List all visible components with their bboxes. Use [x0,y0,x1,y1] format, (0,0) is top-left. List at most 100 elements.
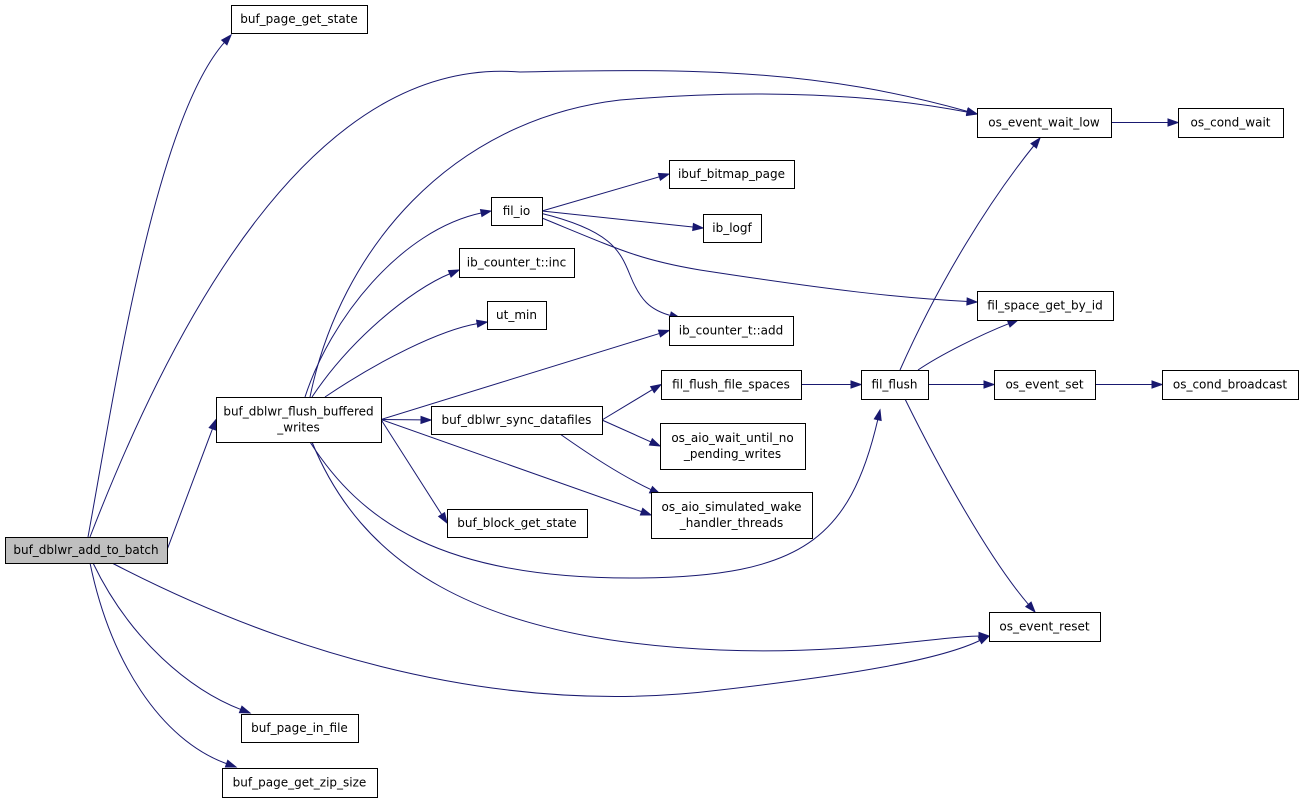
edge-line [89,70,969,538]
node-ibuf_bitmap_page[interactable]: ibuf_bitmap_page [669,160,795,189]
edge-line [304,212,483,398]
node-box [216,397,382,443]
node-os_aio_simulated_wake_handler_threads[interactable]: os_aio_simulated_wake_handler_threads [651,492,813,539]
arrowhead-icon [479,209,493,218]
edge-buf_dblwr_flush_buffered_writes-to-fil_io [304,209,493,398]
node-box [431,406,603,435]
edge-line [380,419,443,516]
edge-line [324,323,479,398]
node-root[interactable]: buf_dblwr_add_to_batch [5,537,168,564]
edge-os_event_wait_low-to-os_cond_wait [1111,118,1180,127]
node-buf_page_in_file[interactable]: buf_page_in_file [241,714,359,743]
node-label: os_event_set [1005,378,1083,392]
node-label: _writes [276,421,319,435]
edge-line [541,210,695,228]
arrowhead-icon [475,319,489,328]
node-box [994,370,1096,400]
node-label: os_cond_broadcast [1173,378,1288,392]
node-label: ib_counter_t::inc [467,256,566,270]
edge-line [89,562,228,765]
edge-line [601,388,654,421]
node-os_cond_wait[interactable]: os_cond_wait [1178,108,1284,138]
arrowhead-icon [238,705,252,714]
node-buf_dblwr_flush_buffered_writes[interactable]: buf_dblwr_flush_buffered_writes [216,397,382,443]
arrowhead-icon [1030,136,1041,149]
node-label: buf_dblwr_add_to_batch [13,543,158,557]
arrowhead-icon [1006,319,1020,328]
edge-line [541,176,661,212]
node-label: buf_page_get_state [240,12,358,26]
arrowhead-icon [648,437,662,447]
node-os_event_reset[interactable]: os_event_reset [989,612,1101,642]
edge-line [559,433,653,491]
node-label: _handler_threads [679,516,783,530]
node-label: buf_dblwr_sync_datafiles [442,413,592,427]
node-label: os_event_reset [999,620,1089,634]
node-box [977,291,1114,321]
node-label: ib_counter_t::add [679,324,784,338]
node-label: fil_io [503,204,531,218]
edge-root-to-buf_dblwr_flush_buffered_writes [166,418,217,551]
node-ib_logf[interactable]: ib_logf [703,214,762,243]
node-label: ibuf_bitmap_page [678,167,785,181]
node-buf_page_get_zip_size[interactable]: buf_page_get_zip_size [222,768,378,798]
edge-buf_dblwr_flush_buffered_writes-to-os_event_wait_low [309,93,979,398]
node-box [231,5,368,34]
arrowhead-icon [649,383,663,394]
node-label: os_event_wait_low [988,116,1100,130]
node-box [669,316,794,346]
node-box [1162,370,1299,400]
function-nodes: buf_dblwr_add_to_batch buf_page_get_state… [5,5,1299,798]
arrowhead-icon [447,269,461,278]
node-os_aio_wait_until_no_pending_writes[interactable]: os_aio_wait_until_no_pending_writes [660,423,806,470]
node-os_event_wait_low[interactable]: os_event_wait_low [977,108,1112,138]
node-box [487,301,547,330]
node-buf_page_get_state[interactable]: buf_page_get_state [231,5,368,34]
node-box [1178,108,1284,138]
edge-fil_flush-to-os_event_reset [904,398,1036,614]
node-buf_dblwr_sync_datafiles[interactable]: buf_dblwr_sync_datafiles [431,406,603,435]
node-label: buf_page_in_file [251,721,348,735]
edge-buf_dblwr_flush_buffered_writes-to-os_event_reset [311,441,991,652]
edge-line [309,93,969,398]
arrowhead-icon [420,415,433,425]
node-box [491,197,543,226]
edge-line [166,427,214,551]
node-ut_min[interactable]: ut_min [487,301,547,330]
node-fil_flush[interactable]: fil_flush [861,370,929,400]
edge-line [311,272,451,398]
arrowhead-icon [692,222,705,232]
node-box [241,714,359,743]
node-label: ib_logf [712,221,752,235]
edge-root-to-os_event_reset [111,562,991,697]
arrowhead-icon [224,759,238,768]
edge-buf_dblwr_flush_buffered_writes-to-ib_counter_t_inc [311,269,461,398]
arrowhead-icon [1151,380,1164,389]
node-fil_space_get_by_id[interactable]: fil_space_get_by_id [977,291,1114,321]
node-os_cond_broadcast[interactable]: os_cond_broadcast [1162,370,1299,400]
node-label: buf_block_get_state [457,516,576,530]
edge-line [904,398,1030,606]
edge-line [87,41,226,538]
arrowhead-icon [983,380,996,389]
node-os_event_set[interactable]: os_event_set [994,370,1096,400]
edge-buf_dblwr_sync_datafiles-to-os_aio_simulated_wake_handler_threads [559,433,662,495]
node-buf_block_get_state[interactable]: buf_block_get_state [447,509,588,538]
edge-line [380,419,643,513]
edge-line [311,441,981,652]
node-box [703,214,762,243]
node-label: fil_flush_file_spaces [672,378,790,392]
node-fil_flush_file_spaces[interactable]: fil_flush_file_spaces [661,370,802,400]
edge-fil_flush-to-fil_space_get_by_id [917,319,1020,371]
node-label: fil_flush [872,378,918,392]
node-ib_counter_t_add[interactable]: ib_counter_t::add [669,316,794,346]
arrowhead-icon [437,511,448,525]
node-box [861,370,929,400]
node-fil_io[interactable]: fil_io [491,197,543,226]
node-box [651,492,813,539]
edge-line [601,419,653,443]
node-ib_counter_t_inc[interactable]: ib_counter_t::inc [459,248,575,278]
edge-line [541,217,969,302]
edge-buf_dblwr_flush_buffered_writes-to-os_aio_simulated_wake_handler_threads [380,419,653,516]
node-box [669,160,795,189]
